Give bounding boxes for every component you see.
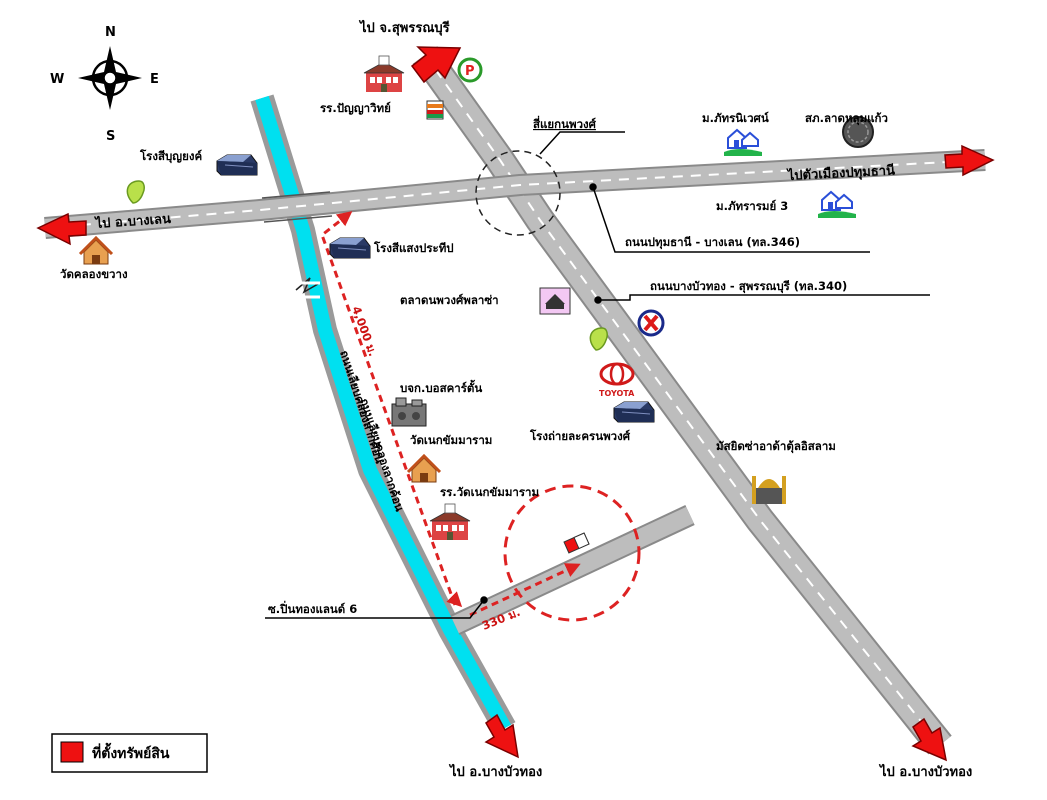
legend-swatch-icon: [60, 741, 84, 763]
factory-icon: [391, 397, 427, 427]
road-soi: [450, 505, 695, 635]
legend: ที่ตั้งทรัพย์สิน: [51, 733, 208, 773]
legend-label: ที่ตั้งทรัพย์สิน: [92, 742, 170, 762]
fuel-station-icon: [589, 327, 608, 351]
market-icon: [842, 116, 874, 148]
arrow-icon: [36, 212, 87, 246]
fuel-station-icon: [126, 180, 145, 204]
label-studio: โรงถ่ายละครนพวงศ์: [529, 428, 631, 443]
label-to-pathum-city: ไปตัวเมืองปทุมธานี: [785, 161, 895, 184]
arrow-icon: [944, 144, 995, 177]
label-school-wat-nek: รร.วัดเนกขัมมาราม: [440, 485, 539, 499]
arrow-icon: [410, 46, 462, 84]
label-to-bang-bua-thong-road: ไป อ.บางบัวทอง: [878, 763, 972, 780]
label-wat-nek: วัดเนกขัมมาราม: [410, 433, 492, 447]
car-brand-icon: TOYOTA: [599, 362, 635, 398]
compass-e: E: [150, 72, 159, 87]
label-wat-khlong-khwang: วัดคลองขวาง: [60, 267, 128, 281]
temple-icon: [78, 236, 114, 266]
fuel-station-icon: P: [457, 57, 483, 83]
market-icon: [539, 287, 571, 315]
school-icon: [363, 55, 405, 93]
leader-lines: [265, 131, 930, 619]
temple-icon: [406, 454, 442, 484]
road-rt346: [44, 149, 986, 239]
label-rt340: ถนนบางบัวทอง - สุพรรณบุรี (ทล.340): [650, 279, 847, 294]
route-path: [320, 211, 581, 617]
direction-arrows: [36, 46, 995, 762]
factory-icon: [613, 401, 655, 423]
mosque-icon: [752, 476, 786, 504]
label-bosscarton: บจก.บอสคาร์ตั้น: [400, 379, 482, 395]
house-icon: [723, 129, 763, 157]
fuel-station-icon: [637, 309, 665, 337]
factory-icon: [216, 154, 258, 176]
label-school1: รร.ปัญญาวิทย์: [320, 101, 391, 115]
label-mosque: มัสยิดซ่าอาด้าตุ้ลอิสลาม: [716, 439, 836, 454]
label-distance-4000: 4,000 ม.: [349, 304, 380, 358]
label-soi: ซ.ปิ่นทองแลนด์ 6: [268, 600, 357, 616]
compass-n: N: [105, 25, 116, 40]
svg-text:P: P: [465, 64, 475, 79]
house-icon: [817, 191, 857, 219]
toyota-label: TOYOTA: [599, 389, 635, 398]
label-village-pattra3: ม.ภัทรารมย์ 3: [716, 199, 788, 213]
label-to-bang-len: ไป อ.บางเลน: [93, 210, 171, 232]
label-rt346: ถนนปทุมธานี - บางเลน (ทล.346): [625, 235, 800, 250]
seven-eleven-icon: [426, 100, 444, 120]
label-village-pattra: ม.ภัทรนิเวศน์: [702, 111, 769, 125]
arrow-icon: [911, 717, 947, 762]
label-mill-boonyong: โรงสีบุญยงค์: [139, 148, 202, 164]
intersection-circle: [475, 150, 561, 236]
label-market: ตลาดนพวงศ์พลาซ่า: [400, 293, 499, 307]
compass-w: W: [50, 72, 64, 87]
label-coop: สภ.ลาดหลุมแก้ว: [805, 111, 888, 126]
arrow-icon: [484, 713, 519, 759]
property-marker-icon: [563, 532, 590, 554]
compass-s: S: [106, 129, 115, 144]
label-to-bang-bua-thong-canal: ไป อ.บางบัวทอง: [448, 763, 542, 780]
label-intersection: สี่แยกนพวงศ์: [533, 115, 597, 131]
property-circle: [503, 484, 641, 622]
label-to-suphanburi: ไป จ.สุพรรณบุรี: [358, 19, 450, 36]
label-mill-saeng: โรงสีแสงประทีป: [373, 240, 454, 255]
road-rt340: [412, 46, 952, 755]
compass-rose-icon: N S E W: [50, 25, 159, 144]
factory-icon: [329, 237, 371, 259]
school-icon: [429, 503, 471, 541]
